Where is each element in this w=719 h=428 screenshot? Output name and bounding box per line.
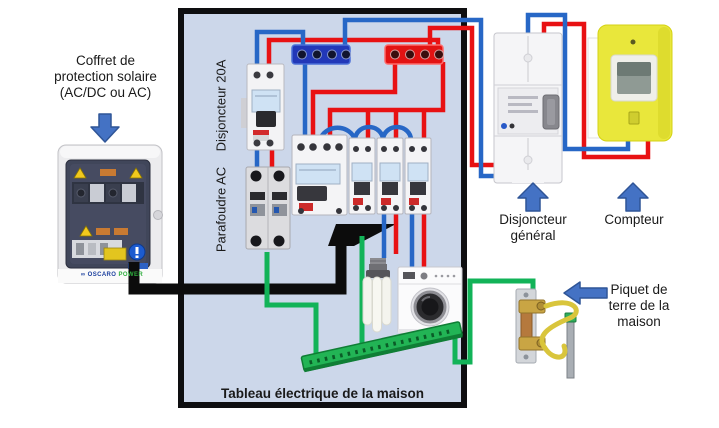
electric-meter <box>587 24 673 142</box>
neutral-wire-arc-3 <box>380 124 414 141</box>
neutral-wire-main-breaker-to-meter <box>525 12 631 152</box>
live-wire-main-breaker-to-meter <box>541 21 651 160</box>
solar-protection-box <box>57 144 163 284</box>
circuit-breakers <box>348 137 432 215</box>
arrow-up-icon <box>617 182 649 212</box>
surge-protector <box>245 166 291 250</box>
solar-box-brand: ∞ OSCARO POWER <box>60 272 164 278</box>
arrow-up-icon <box>517 182 549 212</box>
surge-protector-label: Parafoudre AC <box>213 166 229 253</box>
earth-yellow-wire <box>539 300 579 360</box>
earth-wires <box>264 236 536 365</box>
circuit-breaker-2 <box>376 137 404 215</box>
arrow-left-icon <box>563 281 608 305</box>
circuit-breaker-1 <box>348 137 376 215</box>
circuit-breaker-3 <box>404 137 432 215</box>
differential-switch <box>291 134 348 216</box>
ground-rod-label: Piquet de terre de la maison <box>608 282 670 329</box>
brand-sub: POWER <box>118 272 144 278</box>
live-wire-comb <box>327 62 446 140</box>
live-wire-busbar-to-rcd <box>310 62 398 140</box>
brand-name: OSCARO <box>87 272 117 278</box>
solar-ac-cable-end <box>328 224 396 246</box>
solar-ac-cable <box>128 244 347 295</box>
ground-rod <box>564 312 577 379</box>
neutral-wire-breaker20a-to-busbar <box>254 29 306 70</box>
ground-connector <box>515 288 546 364</box>
panel-title: Tableau électrique de la maison <box>220 386 425 401</box>
neutral-busbar <box>291 44 351 65</box>
arrows <box>90 113 649 305</box>
main-breaker-label: Disjoncteur général <box>499 212 567 243</box>
meter-label: Compteur <box>604 212 664 227</box>
arrow-down-icon <box>90 113 120 143</box>
breaker-20a <box>241 63 285 151</box>
earth-busbar <box>300 321 463 373</box>
breaker-20a-label: Disjoncteur 20A <box>213 59 229 152</box>
oscaro-logo-icon: ∞ <box>80 272 86 278</box>
earth-wire-to-ground-rod <box>452 278 536 365</box>
main-breaker <box>493 32 563 184</box>
lamp <box>362 258 392 333</box>
earth-wire-surge-protector <box>264 252 319 360</box>
live-busbar <box>384 44 444 65</box>
solar-box-label: Coffret de protection solaire (AC/DC ou … <box>54 53 157 100</box>
